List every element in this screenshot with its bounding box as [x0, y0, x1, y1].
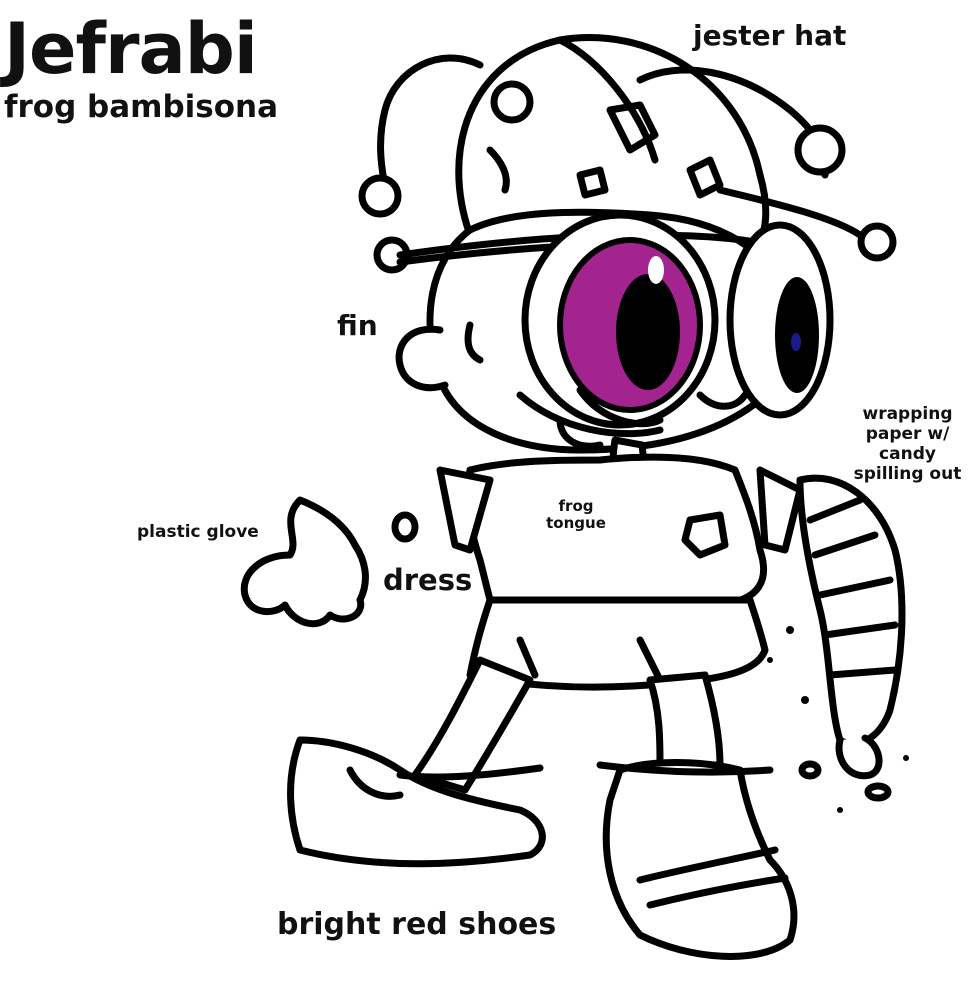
glove-droplet: [391, 511, 419, 543]
candy-bits: [767, 626, 909, 813]
label-wrapping-paper: wrapping paper w/ candy spilling out: [853, 404, 962, 484]
bright-red-shoes: [287, 736, 798, 960]
label-jester-hat: jester hat: [693, 19, 847, 52]
arms: [796, 474, 906, 780]
mouth: [516, 391, 749, 438]
left-eye: [521, 211, 719, 450]
label-bright-red-shoes: bright red shoes: [277, 907, 557, 942]
plastic-glove: [240, 496, 369, 628]
jester-hat: [358, 34, 897, 274]
character-name: Jefrabi: [4, 8, 258, 90]
label-fin: fin: [337, 309, 378, 342]
dress: [436, 453, 804, 691]
label-frog-tongue: frog tongue: [546, 497, 606, 532]
label-plastic-glove: plastic glove: [137, 522, 259, 542]
label-dress: dress: [383, 563, 473, 597]
right-eye: [726, 221, 834, 419]
character-subtitle: frog bambisona: [4, 89, 279, 125]
